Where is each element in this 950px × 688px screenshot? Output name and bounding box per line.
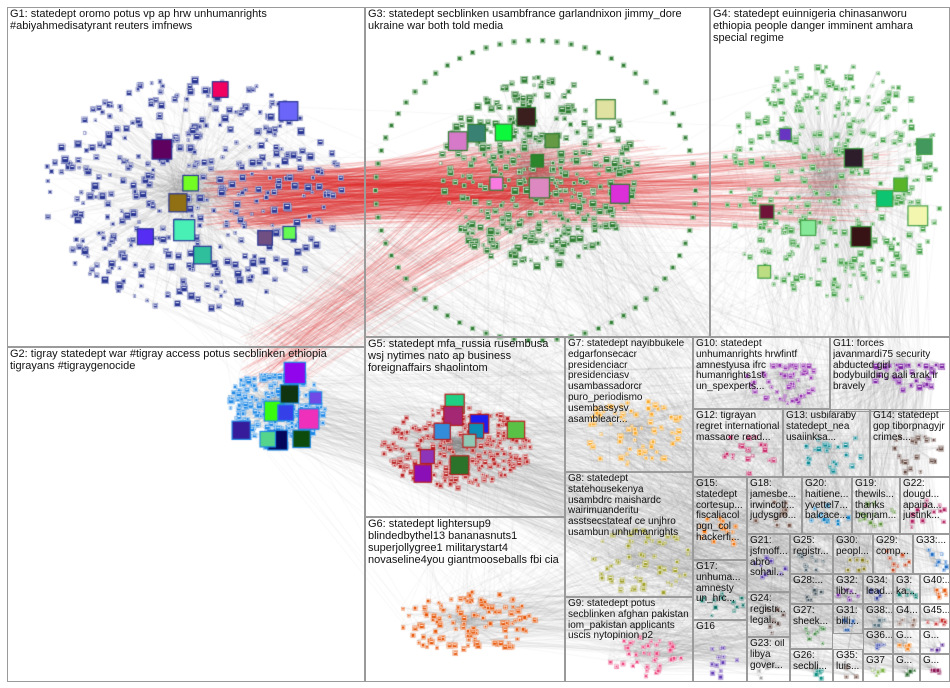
group-box-g31 (833, 604, 863, 634)
group-box-g_b (920, 629, 950, 654)
group-box-g5 (365, 337, 565, 517)
group-box-g22 (900, 477, 950, 534)
group-box-g1 (7, 7, 365, 347)
group-box-g12 (693, 409, 783, 477)
group-box-g17 (693, 560, 747, 620)
group-box-g7 (565, 337, 693, 472)
group-box-g2 (7, 347, 365, 682)
group-box-g3x (893, 574, 920, 604)
group-box-g30 (833, 534, 873, 574)
group-box-g11 (830, 337, 950, 412)
group-box-g29 (873, 534, 913, 574)
group-box-g45 (920, 604, 950, 629)
group-box-g4x (893, 604, 920, 629)
group-box-g15 (693, 477, 747, 560)
group-box-g9 (565, 597, 693, 682)
group-box-g4 (710, 7, 950, 337)
group-box-g18 (747, 477, 802, 534)
group-box-g_c (893, 654, 920, 682)
group-box-g26 (790, 649, 833, 682)
group-box-g16 (693, 620, 747, 682)
group-box-g_d (920, 654, 950, 682)
group-box-g36 (863, 629, 893, 654)
group-box-g37 (863, 654, 893, 682)
group-box-g40 (920, 574, 950, 604)
group-box-g23 (747, 637, 790, 682)
group-box-g6 (365, 517, 565, 682)
group-box-g25 (790, 534, 833, 574)
group-box-g27 (790, 604, 833, 649)
group-box-g38 (863, 604, 893, 629)
group-box-g35 (833, 649, 863, 682)
group-box-g20 (802, 477, 852, 534)
group-box-g33 (913, 534, 950, 574)
group-box-g21 (747, 534, 790, 592)
group-box-g8 (565, 472, 693, 597)
group-box-g34 (863, 574, 893, 604)
group-box-g14 (870, 409, 950, 477)
group-box-g_a (893, 629, 920, 654)
group-box-g3 (365, 7, 710, 337)
group-box-g10 (693, 337, 830, 409)
group-box-g28 (790, 574, 833, 604)
group-box-g24 (747, 592, 790, 637)
group-box-g19 (852, 477, 900, 534)
group-box-g13 (783, 409, 870, 477)
group-box-g32 (833, 574, 863, 604)
